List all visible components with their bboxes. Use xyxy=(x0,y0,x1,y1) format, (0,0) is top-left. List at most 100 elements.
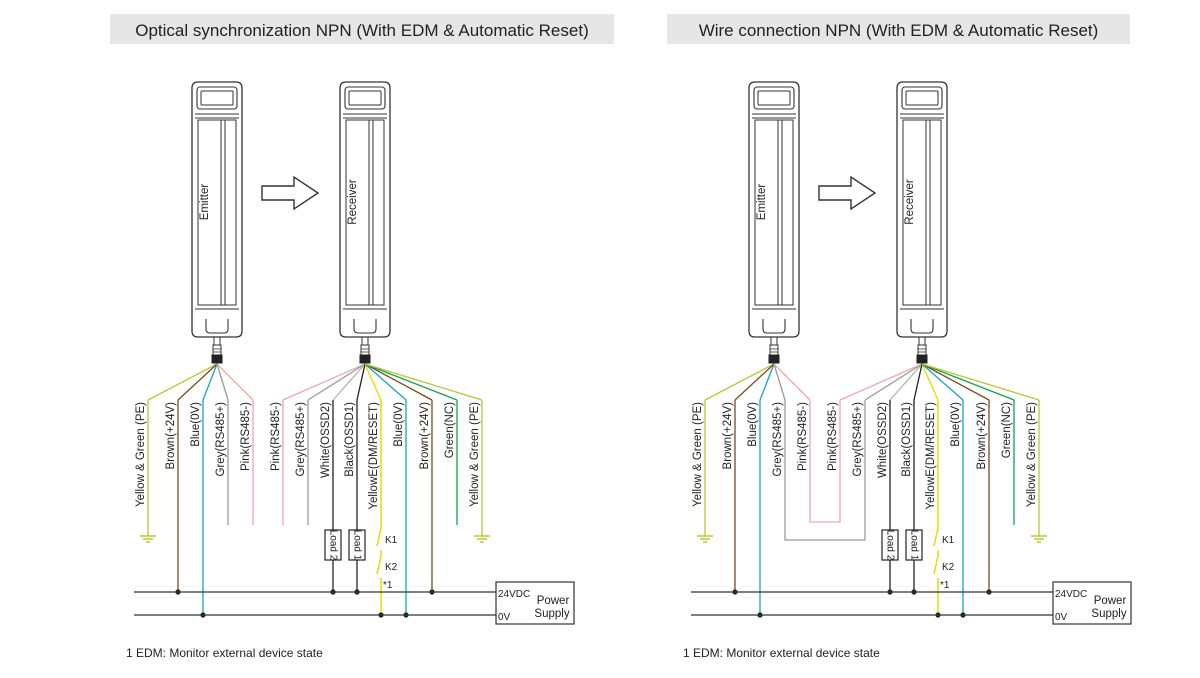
k1-contact xyxy=(933,527,939,556)
emitter-wire-label: Yellow & Green (PE) xyxy=(692,402,704,507)
receiver-wire-label: Green(NC) xyxy=(1001,402,1013,458)
footnote: 1 EDM: Monitor external device state xyxy=(126,646,323,660)
emitter-wire-fan xyxy=(773,363,811,401)
supply-name: Supply xyxy=(534,608,569,620)
receiver-wire-label: Blue(0V) xyxy=(950,402,962,447)
emitter-plug xyxy=(768,354,780,364)
receiver-wire-fan xyxy=(921,363,1015,401)
direction-arrow xyxy=(818,175,877,211)
emitter-wire-fan xyxy=(704,363,775,401)
receiver-connector xyxy=(360,344,370,356)
receiver-wire-label: White(OSSD2) xyxy=(320,402,332,478)
receiver-plug xyxy=(359,354,371,364)
k1-label: K1 xyxy=(942,535,955,546)
footnote: 1 EDM: Monitor external device state xyxy=(683,646,880,660)
receiver-wire-label: Black(OSSD1) xyxy=(344,402,356,477)
emitter-wire-label: Yellow & Green (PE) xyxy=(135,402,147,507)
receiver-wire-fan xyxy=(364,363,407,401)
receiver-plug xyxy=(916,354,928,364)
receiver-wire-label: Yellow & Green (PE) xyxy=(469,402,481,507)
supply-24v-label: 24VDC xyxy=(1055,589,1087,600)
k2-label: K2 xyxy=(385,562,398,573)
receiver-label: Receiver xyxy=(904,179,916,225)
receiver-wire-label: Green(NC) xyxy=(444,402,456,458)
emitter-wire-label: Grey(RS485+) xyxy=(215,402,227,477)
emitter-wire-fan xyxy=(202,363,218,401)
receiver-wire-label: Brown(+24V) xyxy=(419,402,431,470)
direction-arrow xyxy=(261,175,320,211)
emitter-wire-fan xyxy=(216,363,254,401)
emitter-window xyxy=(197,119,237,306)
receiver-window xyxy=(345,119,385,306)
load-2-label: Load 2 xyxy=(327,530,338,561)
receiver-wire-fan xyxy=(889,363,923,401)
supply-name: Supply xyxy=(1091,608,1126,620)
k2-label: K2 xyxy=(942,562,955,573)
emitter-top-window xyxy=(196,86,238,110)
edm-footnote-mark: *1 xyxy=(940,580,950,591)
emitter-wire-label: Pink(RS485-) xyxy=(240,402,252,471)
receiver-wire-fan xyxy=(864,363,923,401)
supply-0v-label: 0V xyxy=(1055,612,1068,623)
receiver-top-window xyxy=(901,86,943,110)
power-supply-box xyxy=(1052,581,1132,625)
supply-24v-label: 24VDC xyxy=(498,589,530,600)
receiver-top-lens xyxy=(348,90,382,106)
emitter-wire-label: Brown(+24V) xyxy=(722,402,734,470)
receiver-wire-label: YellowE(DM/RESET) xyxy=(368,402,380,510)
receiver-wire-label: Brown(+24V) xyxy=(976,402,988,470)
emitter-connector xyxy=(769,344,779,356)
receiver-wire-fan xyxy=(332,363,366,401)
emitter-wire-label: Blue(0V) xyxy=(747,402,759,447)
edm-footnote-mark: *1 xyxy=(383,580,393,591)
load-2-label: Load 2 xyxy=(884,530,895,561)
panel-title-bar xyxy=(110,14,614,44)
power-supply-box xyxy=(495,581,575,625)
emitter-cable-recess xyxy=(762,319,786,334)
emitter-gland xyxy=(213,336,221,346)
panel-1: Optical synchronization NPN (With EDM & … xyxy=(110,14,614,660)
receiver-window xyxy=(902,119,942,306)
emitter-wire-fan xyxy=(773,363,786,401)
receiver-top-window xyxy=(344,86,386,110)
emitter-label: Emitter xyxy=(756,184,768,221)
receiver-housing xyxy=(896,81,948,338)
receiver-wire-fan xyxy=(364,363,483,401)
receiver-cable-recess xyxy=(353,319,377,334)
receiver-wire-label: Black(OSSD1) xyxy=(901,402,913,477)
receiver-wire-fan xyxy=(913,363,923,401)
receiver-wire-fan xyxy=(921,363,1040,401)
supply-0v-label: 0V xyxy=(498,612,511,623)
receiver-cable-recess xyxy=(910,319,934,334)
k1-label: K1 xyxy=(385,535,398,546)
emitter-device: Emitter xyxy=(748,81,800,364)
emitter-wire-label: Brown(+24V) xyxy=(165,402,177,470)
emitter-plug xyxy=(211,354,223,364)
receiver-wire-fan xyxy=(921,363,990,401)
panel-title: Wire connection NPN (With EDM & Automati… xyxy=(699,21,1099,40)
receiver-device: Receiver xyxy=(896,81,948,364)
receiver-wire-fan xyxy=(364,363,433,401)
receiver-label: Receiver xyxy=(347,179,359,225)
receiver-wire-fan xyxy=(364,363,458,401)
load-1-label: Load 1 xyxy=(351,530,362,561)
receiver-gland xyxy=(361,336,369,346)
receiver-wire-label: Grey(RS485+) xyxy=(295,402,307,477)
emitter-housing xyxy=(191,81,243,338)
emitter-device: Emitter xyxy=(191,81,243,364)
receiver-wire-fan xyxy=(307,363,366,401)
emitter-top-window xyxy=(753,86,795,110)
k2-contact xyxy=(933,555,939,615)
receiver-wire-fan xyxy=(839,363,923,401)
emitter-wire-fan xyxy=(216,363,229,401)
receiver-wire-label: Grey(RS485+) xyxy=(852,402,864,477)
receiver-wire-label: YellowE(DM/RESET) xyxy=(925,402,937,510)
supply-name: Power xyxy=(537,595,570,607)
receiver-gland xyxy=(918,336,926,346)
supply-name: Power xyxy=(1094,595,1127,607)
emitter-wire-fan xyxy=(147,363,218,401)
load-1-label: Load 1 xyxy=(908,530,919,561)
emitter-wire-label: Blue(0V) xyxy=(190,402,202,447)
emitter-cable-recess xyxy=(205,319,229,334)
